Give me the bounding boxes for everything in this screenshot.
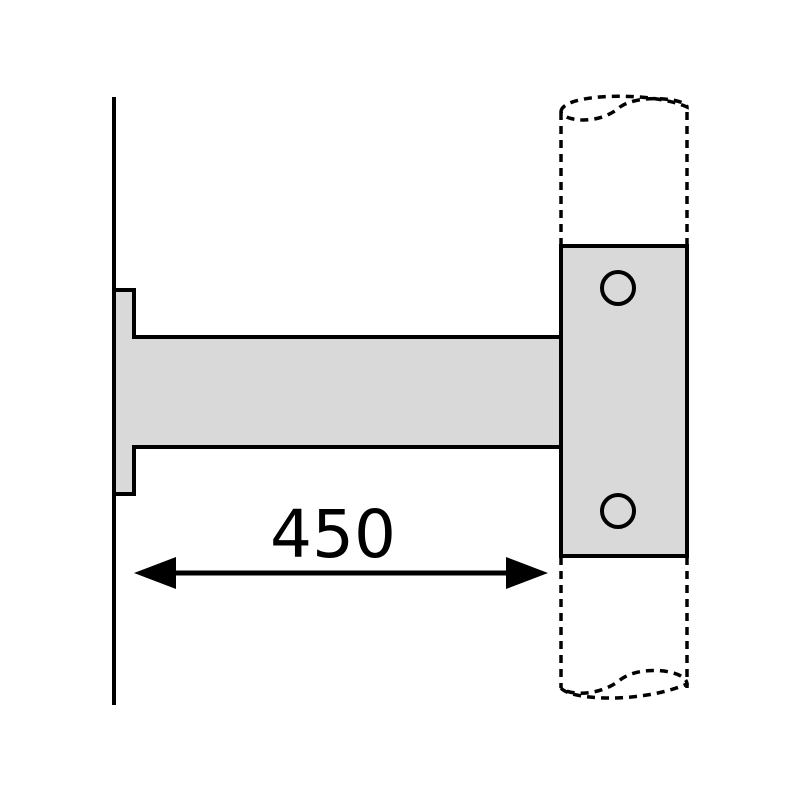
bolt-hole-bottom	[600, 493, 636, 529]
mounting-plate	[559, 244, 689, 558]
bolt-hole-top	[600, 270, 636, 306]
dimension-arrow-left-icon	[134, 557, 176, 589]
dimension-arrow-right-icon	[506, 557, 548, 589]
pole-outline-top	[559, 94, 689, 245]
dimension-label: 450	[270, 496, 396, 573]
bracket-arm	[112, 288, 563, 496]
pole-outline-bottom	[559, 557, 689, 700]
